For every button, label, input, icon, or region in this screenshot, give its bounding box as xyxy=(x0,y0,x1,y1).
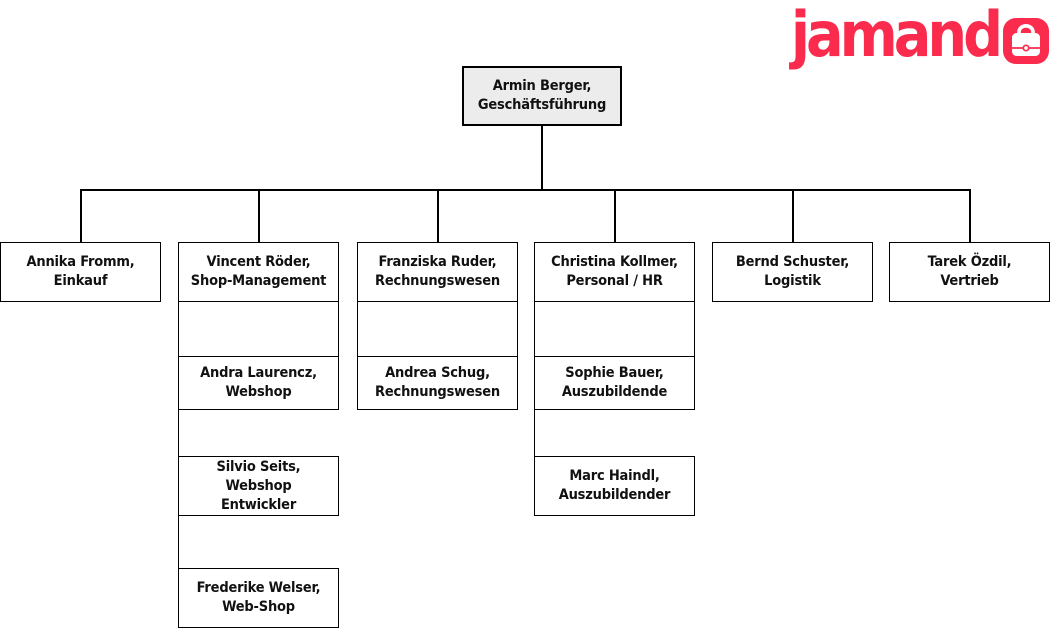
org-node-webshop-laurencz: Andra Laurencz, Webshop xyxy=(178,356,339,410)
node-name: Franziska Ruder, xyxy=(378,254,497,270)
shopping-bag-icon xyxy=(1003,18,1049,64)
node-role: Web-Shop xyxy=(222,599,295,615)
node-role: Entwickler xyxy=(220,496,297,513)
node-role: Geschäftsführung xyxy=(477,97,607,113)
node-name: Annika Fromm, xyxy=(26,254,135,270)
connector-drop-logistik xyxy=(792,189,794,242)
node-role: Personal / HR xyxy=(566,273,663,289)
node-role: Webshop xyxy=(225,384,292,400)
org-node-vertrieb: Tarek Özdil, Vertrieb xyxy=(889,242,1050,302)
connector-drop-vertrieb xyxy=(969,189,971,242)
connector-level1-rail xyxy=(80,189,970,191)
node-name: Christina Kollmer, xyxy=(551,254,678,270)
connector-shop-gap-2 xyxy=(178,410,339,456)
node-role: Auszubildende xyxy=(561,384,668,400)
org-node-rechnungswesen: Franziska Ruder, Rechnungswesen xyxy=(357,242,518,302)
node-name: Frederike Welser, xyxy=(196,580,321,596)
connector-rechnungswesen-gap-1 xyxy=(357,302,518,356)
node-role: Auszubildender xyxy=(558,487,671,503)
connector-drop-shop xyxy=(258,189,260,242)
node-name: Tarek Özdil, xyxy=(927,254,1012,270)
org-node-personal-hr: Christina Kollmer, Personal / HR xyxy=(534,242,695,302)
node-role: Webshop xyxy=(225,477,292,494)
brand-logo-text: jamand xyxy=(790,0,1003,71)
node-name: Vincent Röder, xyxy=(206,254,311,270)
org-node-webshop-entwickler: Silvio Seits, Webshop Entwickler xyxy=(178,456,339,516)
connector-drop-einkauf xyxy=(80,189,82,242)
connector-drop-rechnungswesen xyxy=(437,189,439,242)
connector-hr-gap-1 xyxy=(534,302,695,356)
node-role: Shop-Management xyxy=(190,273,327,289)
org-node-logistik: Bernd Schuster, Logistik xyxy=(712,242,873,302)
node-role: Logistik xyxy=(764,273,821,289)
node-name: Silvio Seits, xyxy=(216,458,301,475)
node-name: Sophie Bauer, xyxy=(565,365,664,381)
connector-drop-hr xyxy=(614,189,616,242)
connector-shop-gap-3 xyxy=(178,516,339,568)
node-name: Armin Berger, xyxy=(492,78,592,94)
org-node-auszubildende-bauer: Sophie Bauer, Auszubildende xyxy=(534,356,695,410)
node-role: Einkauf xyxy=(53,273,108,289)
node-name: Andra Laurencz, xyxy=(200,365,317,381)
node-name: Marc Haindl, xyxy=(569,468,660,484)
node-name: Andrea Schug, xyxy=(385,365,490,381)
org-node-auszubildender-haindl: Marc Haindl, Auszubildender xyxy=(534,456,695,516)
brand-logo: jamand xyxy=(791,2,1049,68)
node-role: Rechnungswesen xyxy=(375,273,500,289)
node-name: Bernd Schuster, xyxy=(735,254,850,270)
org-node-einkauf: Annika Fromm, Einkauf xyxy=(0,242,161,302)
org-node-webshop-welser: Frederike Welser, Web-Shop xyxy=(178,568,339,628)
connector-shop-gap-1 xyxy=(178,302,339,356)
org-node-shop-management: Vincent Röder, Shop-Management xyxy=(178,242,339,302)
connector-hr-gap-2 xyxy=(534,410,695,456)
node-role: Rechnungswesen xyxy=(375,384,500,400)
connector-root-stem xyxy=(541,126,543,189)
node-role: Vertrieb xyxy=(940,273,999,289)
org-node-rechnungswesen-schug: Andrea Schug, Rechnungswesen xyxy=(357,356,518,410)
org-node-geschaeftsfuehrung: Armin Berger, Geschäftsführung xyxy=(462,66,622,126)
